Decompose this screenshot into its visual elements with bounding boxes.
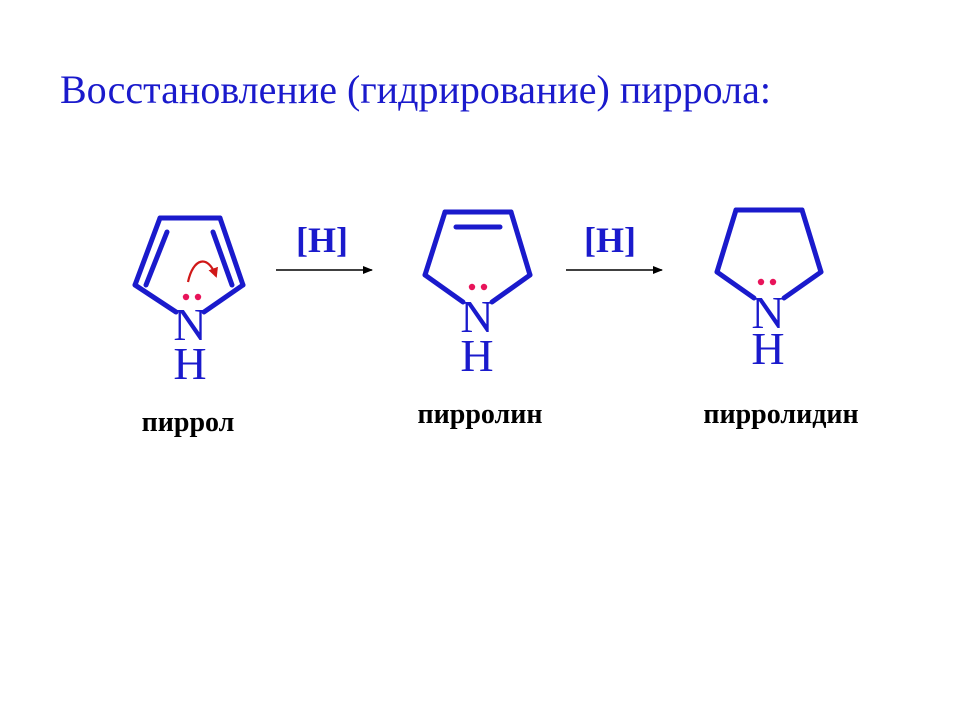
hydrogen-atom-label: H [751, 323, 784, 374]
bond-left-n [132, 282, 179, 315]
bond-right-inner [210, 229, 235, 288]
bond-right [508, 209, 533, 278]
hydrogen-atom-label: H [173, 338, 206, 389]
bond-right-n [781, 269, 824, 301]
nitrogen-atom-label: N [173, 299, 206, 350]
molecule-name: пирролидин [703, 399, 858, 430]
bond-left-n [422, 272, 466, 305]
bond-right [217, 215, 246, 288]
molecule-name: пирролин [417, 399, 542, 430]
nitrogen-atom-label: N [751, 287, 784, 338]
bond-left-inner [143, 229, 170, 288]
molecule-pyrrolidine: N H пирролидин [703, 207, 859, 430]
molecule-pyrroline: N H пирролин [417, 209, 543, 430]
molecule-pyrrole: N H пиррол [132, 215, 246, 438]
molecule-name: пиррол [142, 407, 235, 438]
bond-left [714, 207, 739, 275]
bond-right [799, 207, 824, 275]
slide-title: Восстановление (гидрирование) пиррола: [60, 67, 771, 112]
reaction-arrow-2: [H] [566, 220, 663, 274]
reaction-arrow-1: [H] [276, 220, 373, 274]
bond-left-n [714, 269, 757, 301]
lone-pair-dot [480, 283, 488, 291]
lone-pair-dot [757, 278, 765, 286]
bond-left [422, 209, 448, 278]
reagent-label: [H] [296, 220, 348, 260]
bond-left [132, 215, 163, 288]
reagent-label: [H] [584, 220, 636, 260]
lone-pair-dot [769, 278, 777, 286]
bond-right-n [489, 272, 533, 305]
nitrogen-atom-label: N [460, 291, 493, 342]
hydrogen-atom-label: H [460, 330, 493, 381]
lone-pair-dot [182, 293, 190, 301]
curved-arrow [186, 260, 218, 283]
bond-right-n [201, 282, 246, 315]
lone-pair-dot [194, 293, 202, 301]
lone-pair-dot [468, 283, 476, 291]
